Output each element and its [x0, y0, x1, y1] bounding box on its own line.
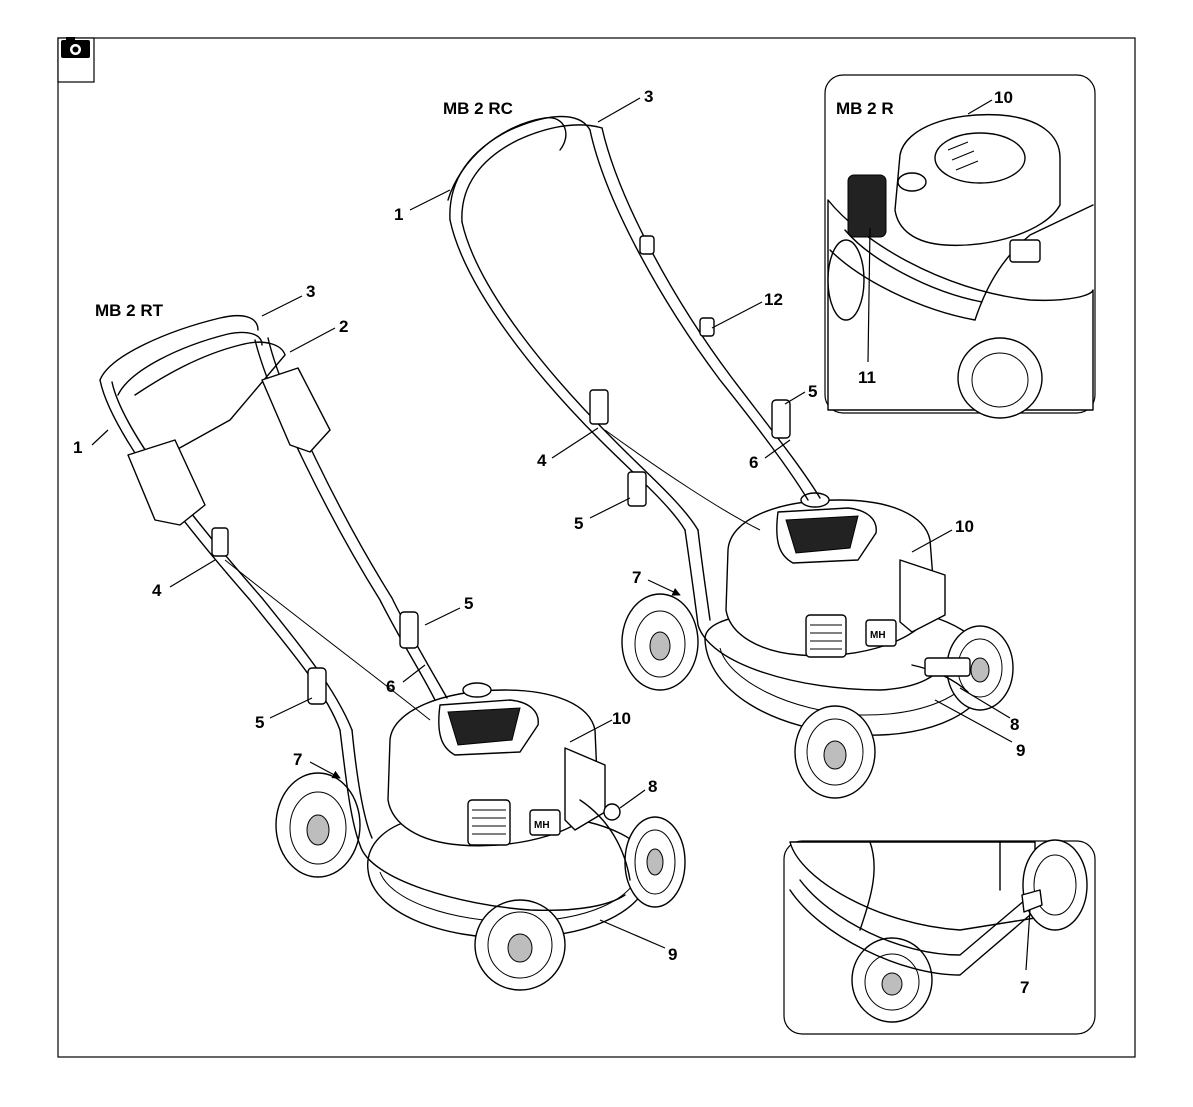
inset-mb2r — [825, 75, 1095, 418]
callout-rt-6: 6 — [386, 677, 395, 696]
callout-rc-9: 9 — [1016, 741, 1025, 760]
callout-rt-8: 8 — [648, 777, 657, 796]
callout-rt-4: 4 — [152, 581, 162, 600]
callout-detail-7: 7 — [1020, 978, 1029, 997]
callout-rt-7: 7 — [293, 750, 302, 769]
callout-rt-10: 10 — [612, 709, 631, 728]
callout-rc-3: 3 — [644, 87, 653, 106]
title-mb2rt: MB 2 RT — [95, 301, 164, 320]
callout-rt-1: 1 — [73, 438, 82, 457]
callout-rc-12: 12 — [764, 290, 783, 309]
callout-r-10: 10 — [994, 88, 1013, 107]
camera-icon — [58, 37, 94, 82]
callout-rc-4: 4 — [537, 451, 547, 470]
callout-rc-8: 8 — [1010, 715, 1019, 734]
title-mb2rc: MB 2 RC — [443, 99, 513, 118]
inset-detail — [784, 840, 1095, 1034]
engine-decal: MH — [870, 630, 886, 641]
callout-rc-5b: 5 — [574, 514, 583, 533]
callout-rt-9: 9 — [668, 945, 677, 964]
callout-rt-5b: 5 — [255, 713, 264, 732]
callout-r-11: 11 — [858, 368, 876, 387]
callout-rc-10: 10 — [955, 517, 974, 536]
callout-rc-6: 6 — [749, 453, 758, 472]
callout-rt-2: 2 — [339, 317, 348, 336]
engine-decal: MH — [534, 820, 550, 831]
callout-rc-1: 1 — [394, 205, 403, 224]
callout-rt-5a: 5 — [464, 594, 473, 613]
callout-rc-7: 7 — [632, 568, 641, 587]
callout-rc-5a: 5 — [808, 382, 817, 401]
callout-rt-3: 3 — [306, 282, 315, 301]
title-mb2r: MB 2 R — [836, 99, 894, 118]
